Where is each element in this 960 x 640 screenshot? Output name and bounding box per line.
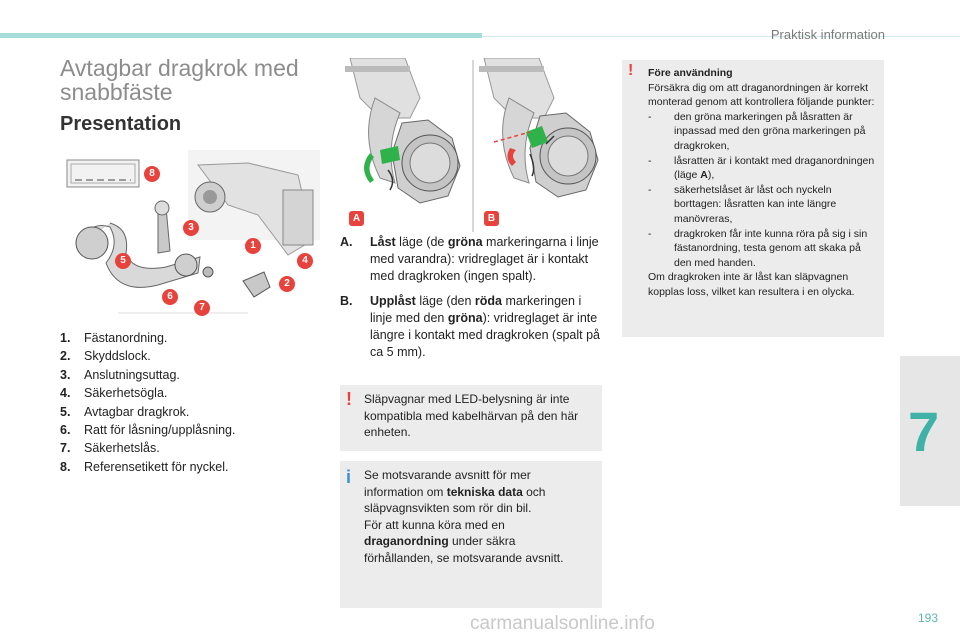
callout-8: 8 <box>144 166 160 182</box>
page-title: Avtagbar dragkrok med snabbfäste <box>60 55 299 105</box>
green-mark-knob <box>526 126 548 148</box>
header-accent-bar <box>0 33 482 38</box>
legend-item: 4.Säkerhetsögla. <box>60 386 168 401</box>
watermark: carmanualsonline.info <box>470 613 655 634</box>
before-use-intro: Försäkra dig om att draganordningen är k… <box>648 81 875 109</box>
chapter-tab <box>900 356 960 506</box>
locking-knob-shape <box>174 253 198 277</box>
chapter-number: 7 <box>908 400 940 463</box>
header-rule <box>482 36 960 37</box>
safety-loop-shape <box>154 200 170 216</box>
position-a-description: A.Låst läge (de gröna markeringarna i li… <box>340 235 599 283</box>
legend-item: 5.Avtagbar dragkrok. <box>60 404 190 419</box>
list-item: låsratten är i kontakt med draganordning… <box>648 154 876 183</box>
legend-item: 6.Ratt för låsning/upplåsning. <box>60 422 236 437</box>
legend-item: 7.Säkerhetslås. <box>60 441 160 456</box>
list-item: säkerhetslåset är låst och nyckeln bortt… <box>648 183 876 227</box>
position-b-tag: B <box>484 211 499 226</box>
before-use-warning-box: ! Före användning Försäkra dig om att dr… <box>622 60 884 337</box>
illustration-divider <box>472 60 474 232</box>
detachable-towball-shape <box>79 222 201 288</box>
callout-3: 3 <box>183 220 199 236</box>
info-icon: i <box>346 467 352 487</box>
list-item: den gröna markeringen på låsratten är in… <box>648 110 876 154</box>
legend-item: 1.Fästanordning. <box>60 331 168 345</box>
before-use-title: Före användning <box>648 67 733 79</box>
component-legend: 1.Fästanordning. 2.Skyddslock. 3.Anslutn… <box>60 329 320 476</box>
list-item: dragkroken får inte kunna röra på sig i … <box>648 227 876 271</box>
position-a-tag: A <box>349 211 364 226</box>
info-box: i Se motsvarande avsnitt för mer informa… <box>340 461 602 608</box>
protective-cap-shape <box>242 271 271 298</box>
callout-6: 6 <box>162 289 178 305</box>
position-descriptions: A.Låst läge (de gröna markeringarna i li… <box>340 234 602 369</box>
callout-7: 7 <box>194 300 210 316</box>
green-mark-towball <box>364 153 374 183</box>
safety-lock-shape <box>202 266 214 278</box>
legend-item: 3.Anslutningsuttag. <box>60 367 180 382</box>
warning-icon: ! <box>346 389 352 409</box>
led-warning-box: ! Släpvagnar med LED-belysning är inte k… <box>340 385 602 451</box>
legend-item: 8.Referensetikett för nyckel. <box>60 459 229 474</box>
rotation-arrow-icon <box>545 135 555 145</box>
callout-5: 5 <box>115 253 131 269</box>
page-subtitle: Presentation <box>60 113 182 135</box>
callout-2: 2 <box>279 276 295 292</box>
callout-1: 1 <box>245 238 261 254</box>
section-title: Praktisk information <box>770 27 885 42</box>
before-use-checklist: den gröna markeringen på låsratten är in… <box>648 110 876 271</box>
position-b-description: B.Upplåst läge (den röda markeringen i l… <box>340 294 600 359</box>
before-use-outro: Om dragkroken inte är låst kan släpvagne… <box>648 271 855 298</box>
page-number: 193 <box>917 611 938 625</box>
red-mark-towball <box>507 148 516 166</box>
warning-icon: ! <box>628 62 634 79</box>
towbar-components-illustration <box>66 150 320 314</box>
callout-4: 4 <box>297 253 313 269</box>
locked-position-illustration <box>345 58 461 204</box>
legend-item: 2.Skyddslock. <box>60 349 151 364</box>
unlocked-position-illustration <box>479 58 599 198</box>
green-mark-knob <box>380 146 400 164</box>
